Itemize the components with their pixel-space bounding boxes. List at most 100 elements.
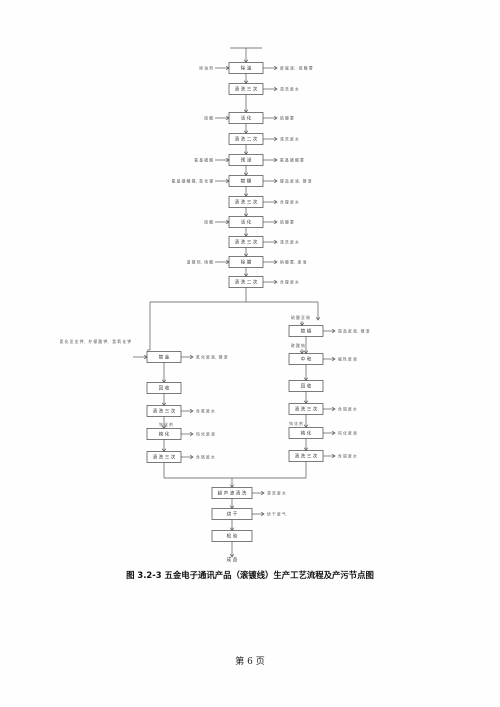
step-main-5-frame — [228, 175, 264, 187]
step-left-3: 钝 化 — [146, 428, 182, 440]
arrow-head — [274, 259, 278, 265]
bottom-output-1: 烘 干 废 气 — [267, 511, 286, 516]
step-right-4-label: 钝 化 — [301, 430, 312, 437]
right-input-0: 硫 酸 亚 锡 — [291, 315, 310, 320]
arrow-head — [274, 136, 278, 142]
step-right-4-frame — [288, 427, 324, 439]
arrow-head — [190, 354, 194, 360]
left-input-0: 氰 化 亚 金 钾、 柠 檬 酸 钾、 氢 氧 化 钾 — [60, 339, 132, 344]
arrow-head — [274, 239, 278, 245]
step-left-0-label: 镀 金 — [159, 354, 170, 361]
main-input-5: 退 镀 剂、硝 酸 — [187, 259, 214, 264]
flow-nodes: 除 油清 洗 三 次活 化清 洗 二 次预 浸镀 镍清 洗 三 次活 化清 洗 … — [146, 62, 324, 563]
step-right-3-frame — [288, 403, 324, 415]
arrow-head — [274, 219, 278, 225]
step-bottom-1-frame — [211, 508, 253, 520]
arrow-head — [274, 65, 278, 71]
step-main-5: 镀 镍 — [228, 175, 264, 187]
step-main-4-frame — [228, 154, 264, 166]
main-input-4: 硫 酸 — [204, 219, 213, 224]
step-main-5-label: 镀 镍 — [241, 178, 252, 185]
main-input-0: 除 油 剂 — [199, 65, 213, 70]
step-right-5-frame — [288, 450, 324, 462]
step-bottom-1: 烘 干 — [211, 508, 253, 520]
step-main-3-frame — [228, 133, 264, 145]
step-left-1: 回 收 — [146, 382, 182, 394]
step-right-5: 清 洗 三 次 — [288, 450, 324, 462]
step-main-4: 预 浸 — [228, 154, 264, 166]
step-left-1-frame — [146, 382, 182, 394]
step-right-3: 清 洗 三 次 — [288, 403, 324, 415]
left-output-1: 含 氰 废 水 — [196, 408, 215, 413]
step-main-1-frame — [228, 83, 264, 95]
step-main-6-frame — [228, 196, 264, 208]
step-bottom-0-frame — [211, 487, 253, 499]
flow-connectors — [133, 47, 336, 558]
step-right-2: 回 收 — [288, 380, 324, 392]
main-output-0: 废 碱 液、 硫 酸 雾 — [280, 65, 313, 70]
main-output-4: 氨 基 磺 酸 雾 — [280, 157, 304, 162]
main-output-9: 硝 酸 雾、废 液 — [280, 259, 307, 264]
right-passivation-input: 钝 化 剂 — [289, 421, 303, 426]
bottom-output-0: 清 洗 废 水 — [267, 490, 286, 495]
step-main-10-frame — [228, 276, 264, 288]
step-right-0-frame — [288, 325, 324, 337]
page-number: 第 6 页 — [235, 657, 265, 667]
step-main-2-label: 活 化 — [241, 115, 252, 122]
arrow-head — [332, 328, 336, 334]
step-main-3: 清 洗 二 次 — [228, 133, 264, 145]
arrow-head — [190, 454, 194, 460]
arrow-head — [332, 356, 336, 362]
step-left-4-label: 清 洗 三 次 — [153, 454, 176, 461]
step-left-4: 清 洗 三 次 — [146, 451, 182, 463]
step-main-7-frame — [228, 216, 264, 228]
main-input-3: 氨 基 磺 酸 镍、氯 化 镍 — [172, 178, 214, 183]
step-right-3-label: 清 洗 三 次 — [295, 406, 318, 413]
left-output-0: 氰 化 废 液、镀 渣 — [196, 354, 228, 359]
step-main-7: 活 化 — [228, 216, 264, 228]
step-right-5-label: 清 洗 三 次 — [295, 453, 318, 460]
left-passivation-input: 钝 化 剂 — [159, 422, 173, 427]
step-right-1-label: 中 和 — [301, 356, 312, 363]
arrow-head — [261, 511, 265, 517]
arrow-head — [274, 199, 278, 205]
main-output-5: 镍 盐 废 液、镀 渣 — [280, 178, 312, 183]
right-output-0: 锡 盐 废 液、镀 渣 — [338, 328, 370, 333]
right-output-2: 含 锡 废 水 — [338, 406, 357, 411]
arrow-head — [332, 406, 336, 412]
step-right-0: 镀 锡 — [288, 325, 324, 337]
main-output-2: 硫 酸 雾 — [280, 115, 294, 120]
arrow-head — [332, 453, 336, 459]
step-right-0-label: 镀 锡 — [301, 328, 312, 335]
final-product-label: 成 品 — [227, 556, 238, 563]
step-right-2-frame — [288, 380, 324, 392]
arrow-head — [332, 430, 336, 436]
step-main-2: 活 化 — [228, 112, 264, 124]
step-main-9: 除 膜 — [228, 256, 264, 268]
step-bottom-2: 检 验 — [211, 530, 253, 542]
step-main-0: 除 油 — [228, 62, 264, 74]
step-left-0: 镀 金 — [146, 351, 182, 363]
step-right-4: 钝 化 — [288, 427, 324, 439]
arrow-head — [274, 115, 278, 121]
main-output-10: 含 镍 废 水 — [280, 279, 299, 284]
arrow-head — [229, 554, 235, 558]
step-main-9-label: 除 膜 — [241, 259, 252, 266]
step-main-1: 清 洗 三 次 — [228, 83, 264, 95]
step-main-1-label: 清 洗 三 次 — [235, 86, 258, 93]
main-output-7: 硫 酸 雾 — [280, 219, 294, 224]
step-bottom-2-label: 检 验 — [227, 533, 238, 540]
step-left-1-label: 回 收 — [159, 385, 170, 392]
step-main-2-frame — [228, 112, 264, 124]
step-main-8: 清 洗 三 次 — [228, 236, 264, 248]
main-output-6: 含 镍 废 水 — [280, 199, 299, 204]
main-output-3: 清 洗 废 水 — [280, 136, 299, 141]
right-output-3: 钝 化 废 液 — [338, 430, 357, 435]
step-main-8-label: 清 洗 三 次 — [235, 239, 258, 246]
flow-side-labels: 废 碱 液、 硫 酸 雾清 洗 废 水硫 酸 雾清 洗 废 水氨 基 磺 酸 雾… — [60, 65, 370, 516]
step-main-7-label: 活 化 — [241, 219, 252, 226]
arrow-head — [315, 317, 321, 321]
step-main-3-label: 清 洗 二 次 — [235, 136, 258, 143]
main-input-2: 氨 基 磺 酸 — [194, 157, 213, 162]
step-bottom-1-label: 烘 干 — [227, 511, 238, 518]
